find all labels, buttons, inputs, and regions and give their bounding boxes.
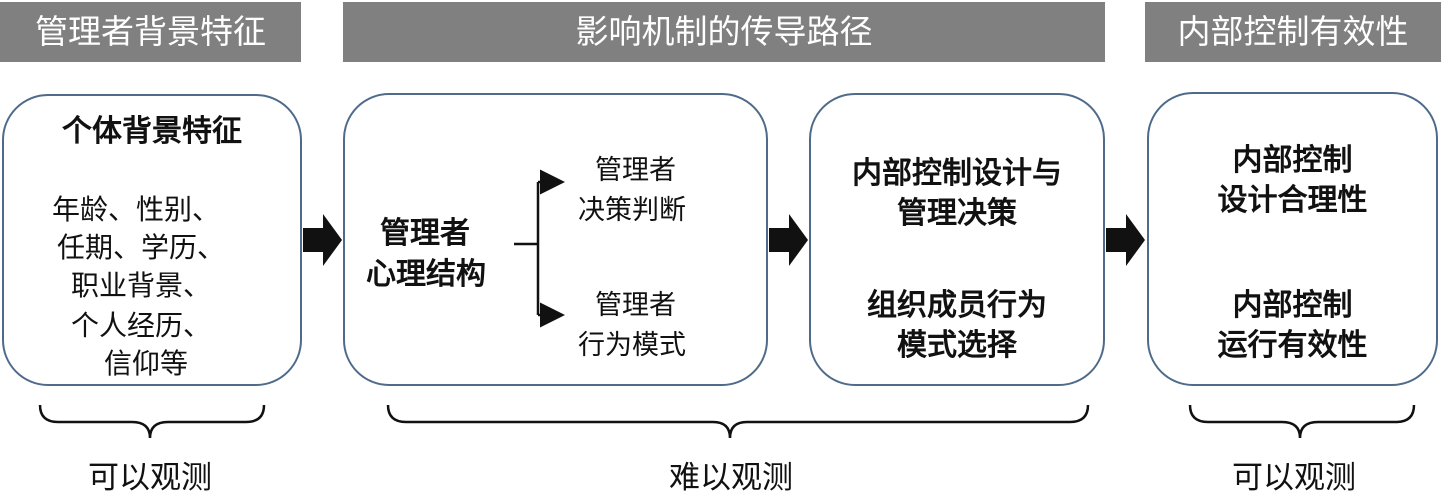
header-transmission-path: 影响机制的传导路径 — [343, 2, 1105, 62]
box-decision-behavior — [809, 93, 1105, 386]
background-item-line-1: 年龄、性别、 — [52, 193, 221, 226]
decision-judgement-line-1: 管理者 — [595, 155, 676, 186]
decision-judgement-line-2: 决策判断 — [578, 195, 686, 226]
control-design-decision-line-2: 管理决策 — [897, 196, 1017, 231]
observable-label-left: 可以观测 — [88, 460, 212, 496]
member-behavior-line-2: 模式选择 — [897, 328, 1017, 363]
background-item-line-5: 信仰等 — [104, 347, 189, 380]
box-control-effectiveness — [1147, 92, 1438, 386]
flow-arrow-1 — [303, 214, 342, 266]
brace-middle — [386, 404, 1090, 439]
individual-background-title: 个体背景特征 — [62, 114, 242, 149]
brace-left — [38, 404, 266, 439]
operation-effectiveness-line-2: 运行有效性 — [1217, 328, 1368, 363]
flow-arrow-3 — [1106, 214, 1145, 266]
box-psychological-structure — [343, 93, 768, 386]
operation-effectiveness-line-1: 内部控制 — [1232, 288, 1353, 323]
behavior-pattern-line-1: 管理者 — [595, 290, 676, 321]
design-rationality-line-2: 设计合理性 — [1217, 183, 1368, 218]
flow-arrow-2 — [769, 214, 808, 266]
member-behavior-line-1: 组织成员行为 — [867, 288, 1047, 323]
control-design-decision-line-1: 内部控制设计与 — [852, 156, 1062, 191]
header-internal-control-effectiveness: 内部控制有效性 — [1145, 2, 1441, 62]
unobservable-label-middle: 难以观测 — [669, 460, 793, 496]
background-item-line-3: 职业背景、 — [71, 269, 212, 302]
observable-label-right: 可以观测 — [1232, 460, 1356, 496]
psych-structure-line-1: 管理者 — [380, 216, 470, 251]
psych-structure-line-2: 心理结构 — [366, 257, 486, 292]
design-rationality-line-1: 内部控制 — [1232, 143, 1353, 178]
header-manager-background: 管理者背景特征 — [0, 2, 301, 62]
branch-connector — [514, 169, 565, 328]
box-individual-background — [2, 94, 302, 386]
background-item-line-4: 个人经历、 — [71, 309, 212, 342]
brace-right — [1188, 404, 1416, 439]
background-item-line-2: 任期、学历、 — [57, 231, 226, 264]
behavior-pattern-line-2: 行为模式 — [578, 330, 686, 361]
